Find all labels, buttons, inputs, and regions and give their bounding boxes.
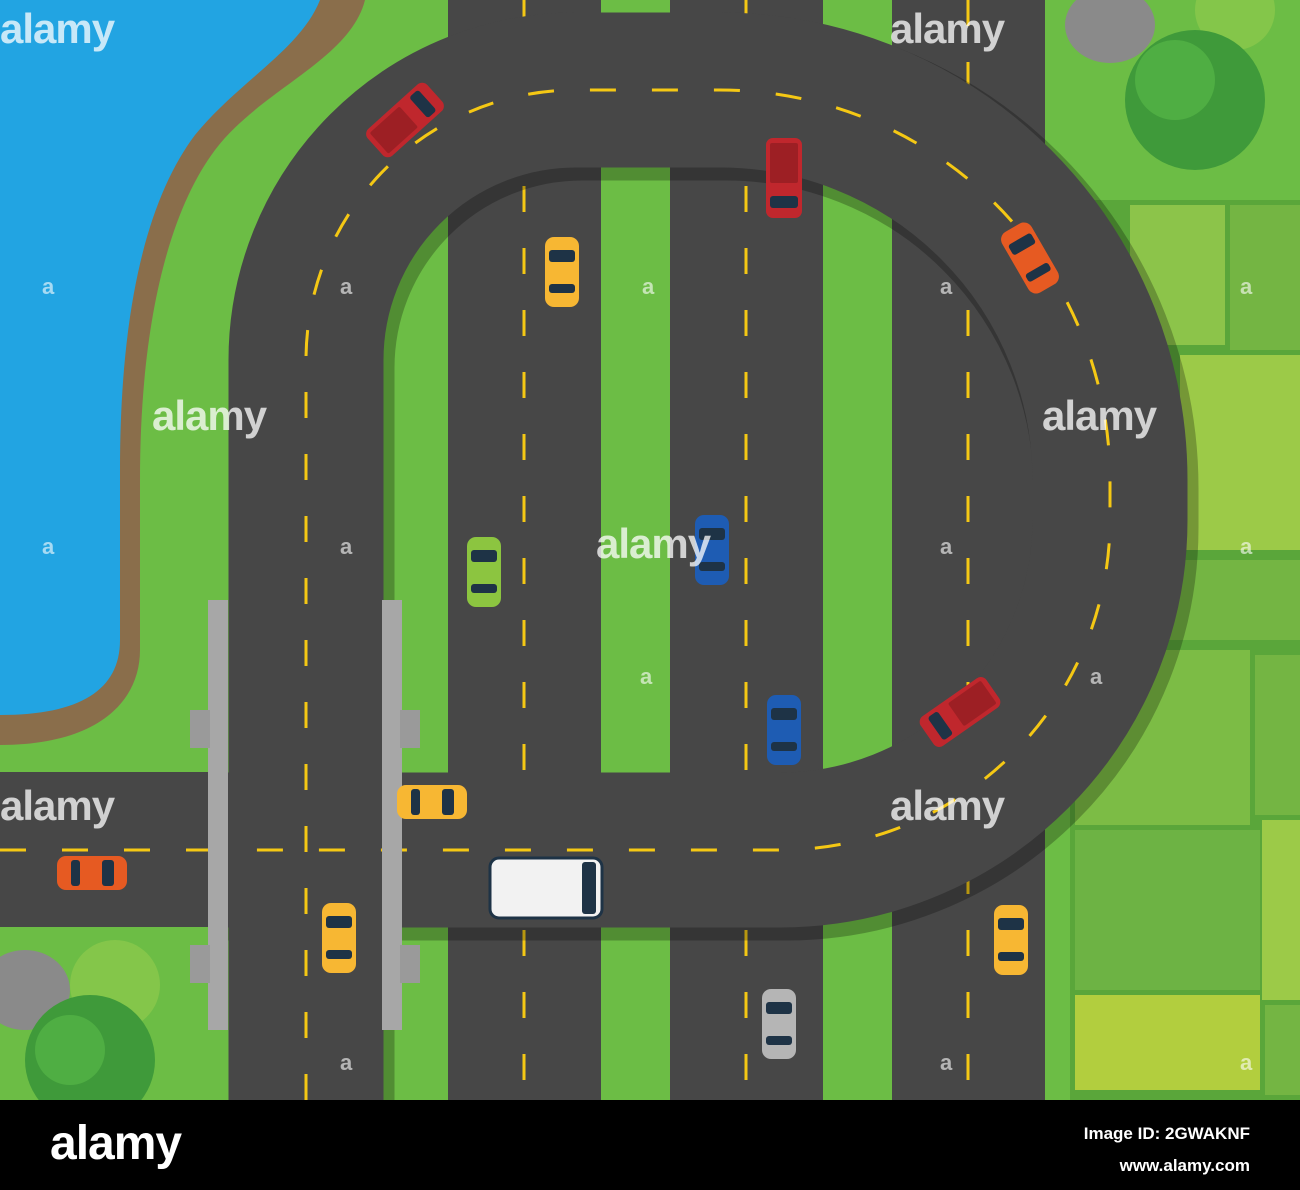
farm-fields (1070, 200, 1300, 1100)
footer-site-url: www.alamy.com (1119, 1156, 1250, 1175)
lake-water (0, 0, 320, 715)
blue-car (767, 695, 801, 765)
bridge-pillars (190, 600, 420, 1030)
grey-car (762, 989, 796, 1059)
vehicles (57, 79, 1063, 1059)
stock-footer-bar: alamy Image ID: 2GWAKNF www.alamy.com (0, 1100, 1300, 1190)
yellow-taxi (322, 903, 356, 973)
orange-car (57, 856, 127, 890)
footer-image-id: Image ID: 2GWAKNF (1083, 1124, 1250, 1143)
blue-car (695, 515, 729, 585)
trees-top-right (1065, 0, 1275, 170)
yellow-taxi (994, 905, 1028, 975)
yellow-car (545, 237, 579, 307)
side-road (0, 772, 220, 927)
red-pickup-truck (766, 138, 802, 218)
yellow-taxi (397, 785, 467, 819)
white-van (488, 856, 604, 920)
green-car (467, 537, 501, 607)
trees-bottom-left (0, 940, 160, 1100)
footer-logo: alamy (50, 1117, 182, 1170)
highway-interchange-scene (0, 0, 1300, 1100)
